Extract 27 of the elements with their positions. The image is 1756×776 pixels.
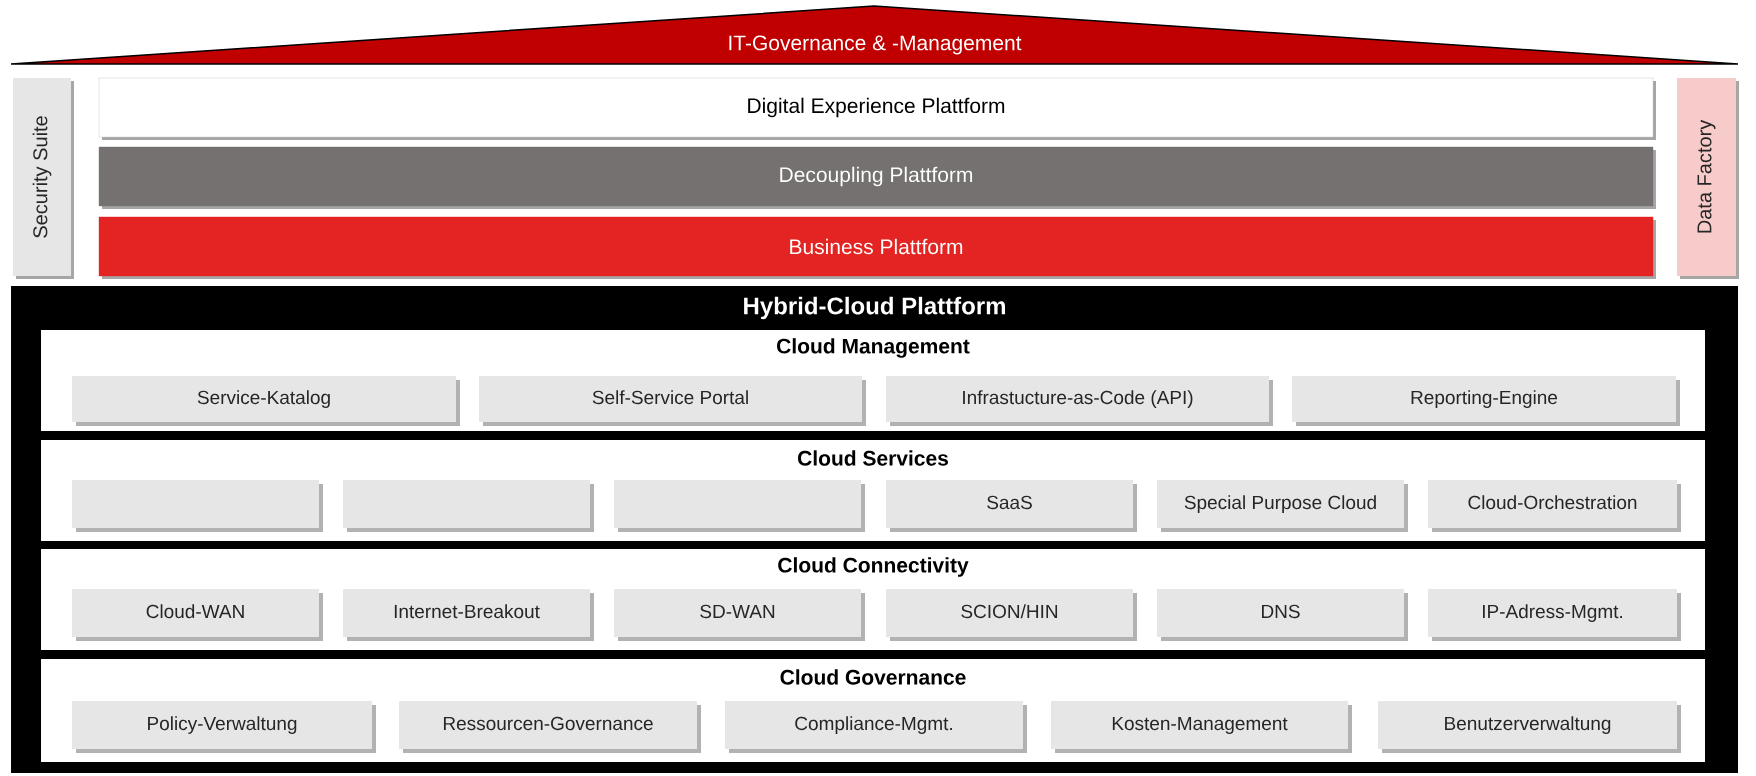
component-box: Ressourcen-Governance (399, 701, 701, 753)
component-box (72, 480, 323, 532)
component-box: SD-WAN (614, 589, 865, 641)
layer-band: Digital Experience Plattform (98, 77, 1656, 140)
component-box: Kosten-Management (1051, 701, 1352, 753)
component-box: Service-Katalog (72, 376, 460, 426)
roof-banner: IT-Governance & -Management (10, 5, 1739, 65)
component-box: Internet-Breakout (343, 589, 594, 641)
side-pillar: Data Factory (1677, 78, 1739, 279)
component-box: Cloud-Orchestration (1428, 480, 1681, 532)
component-box: DNS (1157, 589, 1408, 641)
component-box: Infrastucture-as-Code (API) (886, 376, 1273, 426)
component-box: Reporting-Engine (1292, 376, 1680, 426)
component-box: Policy-Verwaltung (72, 701, 376, 753)
layer-band: Business Plattform (98, 216, 1656, 279)
component-box: SaaS (886, 480, 1137, 532)
component-box (343, 480, 594, 532)
component-box: Special Purpose Cloud (1157, 480, 1408, 532)
component-box: Benutzerverwaltung (1378, 701, 1681, 753)
component-box: IP-Adress-Mgmt. (1428, 589, 1681, 641)
component-box: SCION/HIN (886, 589, 1137, 641)
side-pillar: Security Suite (13, 78, 74, 279)
component-box: Cloud-WAN (72, 589, 323, 641)
component-box: Self-Service Portal (479, 376, 866, 426)
layer-band: Decoupling Plattform (98, 146, 1656, 209)
component-box (614, 480, 865, 532)
component-box: Compliance-Mgmt. (725, 701, 1027, 753)
